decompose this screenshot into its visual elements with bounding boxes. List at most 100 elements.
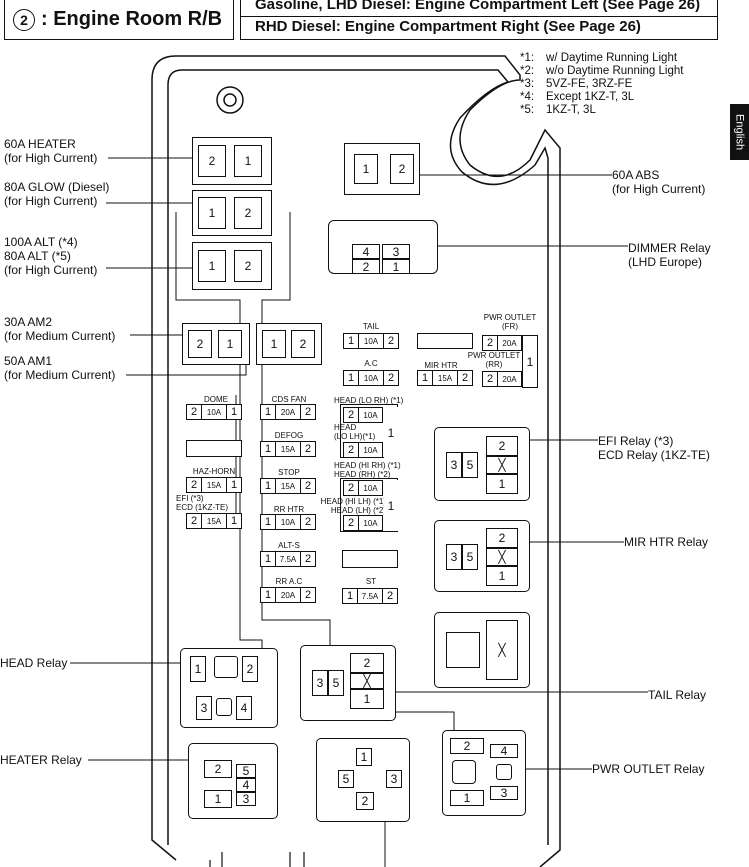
footnote: *1:w/ Daytime Running Light [520, 52, 678, 64]
pin: 2 [234, 250, 262, 282]
pin: 2 [486, 528, 518, 548]
fuse-name-ac: A.C [364, 359, 378, 368]
label-heater-relay: HEATER Relay [0, 753, 82, 767]
pin: 2 [242, 656, 258, 682]
fuse-name-head-hi-rh: HEAD (HI RH) (*1)HEAD (RH) (*2) [334, 461, 401, 479]
pin: 2 [486, 436, 518, 456]
pin: 2 [450, 738, 484, 754]
footnote: *4:Except 1KZ-T, 3L [520, 91, 635, 103]
pin: 4 [236, 778, 256, 792]
pin: 1 [350, 689, 384, 709]
label-80a-glow: 80A GLOW (Diesel)(for High Current) [4, 180, 110, 208]
pin: 2 [188, 330, 212, 358]
fuse-name-defog: DEFOG [274, 431, 304, 440]
fuse-name-rr-htr: RR HTR [273, 505, 305, 514]
header: 2 : Engine Room R/B Gasoline, LHD Diesel… [0, 0, 749, 46]
pin: 3 [490, 786, 518, 800]
relay-socket [214, 656, 238, 678]
pin: 4 [352, 244, 380, 259]
pin: 4 [236, 696, 252, 720]
fuse-name-head-lo-lh: HEAD(LO LH)(*1) [334, 423, 376, 441]
label-30a-am2: 30A AM2(for Medium Current) [4, 315, 116, 343]
section-title: 2 : Engine Room R/B [4, 0, 234, 40]
label-60a-abs: 60A ABS(for High Current) [612, 168, 706, 196]
fuse-name-efi: EFI (*3)ECD (1KZ-TE) [176, 494, 228, 512]
heater-relay[interactable] [188, 743, 278, 819]
pin: 1 [190, 656, 206, 682]
fuse-name-dome: DOME [204, 395, 228, 404]
pin: 3 [236, 792, 256, 806]
pin: 5 [236, 764, 256, 778]
relay-coil-icon: ╳ [350, 673, 384, 689]
fuse-name-cds-fan: CDS FAN [271, 395, 307, 404]
language-tab: English [730, 104, 749, 160]
fuse-name-mir-htr: MIR HTR [424, 361, 458, 370]
location-box: Gasoline, LHD Diesel: Engine Compartment… [240, 0, 718, 40]
fuse-name-stop: STOP [278, 468, 300, 477]
pin: 1 [356, 748, 372, 766]
pin: 1 [198, 250, 226, 282]
pin: 3 [196, 696, 212, 720]
relay-socket [496, 764, 512, 780]
relay-coil-icon: ╳ [486, 620, 518, 680]
pin: 1 [204, 790, 232, 808]
pin: 2 [356, 792, 374, 810]
fuse-name-haz-horn: HAZ-HORN [192, 467, 236, 476]
footnote: *3:5VZ-FE, 3RZ-FE [520, 78, 633, 90]
relay-socket [446, 632, 480, 668]
relay-socket [216, 698, 232, 716]
pin: 3 [312, 670, 328, 696]
pin: 2 [390, 154, 414, 184]
pin: 1 [384, 407, 398, 458]
label-tail-relay: TAIL Relay [648, 688, 707, 702]
relay-socket [452, 760, 476, 784]
footnotes: *1:w/ Daytime Running Light *2:w/o Dayti… [520, 52, 683, 117]
pin: 1 [486, 474, 518, 494]
pin: 1 [450, 790, 484, 806]
label-alt: 100A ALT (*4)80A ALT (*5)(for High Curre… [4, 235, 98, 277]
spare-fuse-slot[interactable] [186, 440, 242, 457]
pin: 3 [446, 544, 462, 570]
pin: 1 [522, 335, 538, 388]
spare-fuse-slot[interactable] [342, 550, 398, 568]
pin: 1 [486, 566, 518, 586]
footnote: *2:w/o Daytime Running Light [520, 65, 684, 77]
fuse-name-head-lo-rh: HEAD (LO RH) (*1) [334, 396, 404, 405]
pin: 3 [446, 452, 462, 478]
label-50a-am1: 50A AM1(for Medium Current) [4, 354, 116, 382]
pin: 5 [328, 670, 344, 696]
fuse-name-st: ST [365, 577, 377, 586]
pin: 1 [234, 145, 262, 177]
fuse-name-rr-ac: RR A.C [275, 577, 303, 586]
pin: 5 [462, 452, 478, 478]
fuse-name-pwr-outlet-rr: PWR OUTLET(RR) [467, 351, 521, 369]
label-head-relay: HEAD Relay [0, 656, 68, 670]
pin: 1 [382, 259, 410, 274]
fuse-name-head-hi-lh: HEAD (HI LH) (*1)HEAD (LH) (*2) [320, 497, 386, 515]
pin: 1 [384, 480, 398, 531]
relay-coil-icon: ╳ [486, 456, 518, 474]
pin: 1 [218, 330, 242, 358]
spare-fuse-slot[interactable] [417, 333, 473, 349]
fuse-name-alt-s: ALT-S [278, 541, 300, 550]
pin: 1 [262, 330, 286, 358]
